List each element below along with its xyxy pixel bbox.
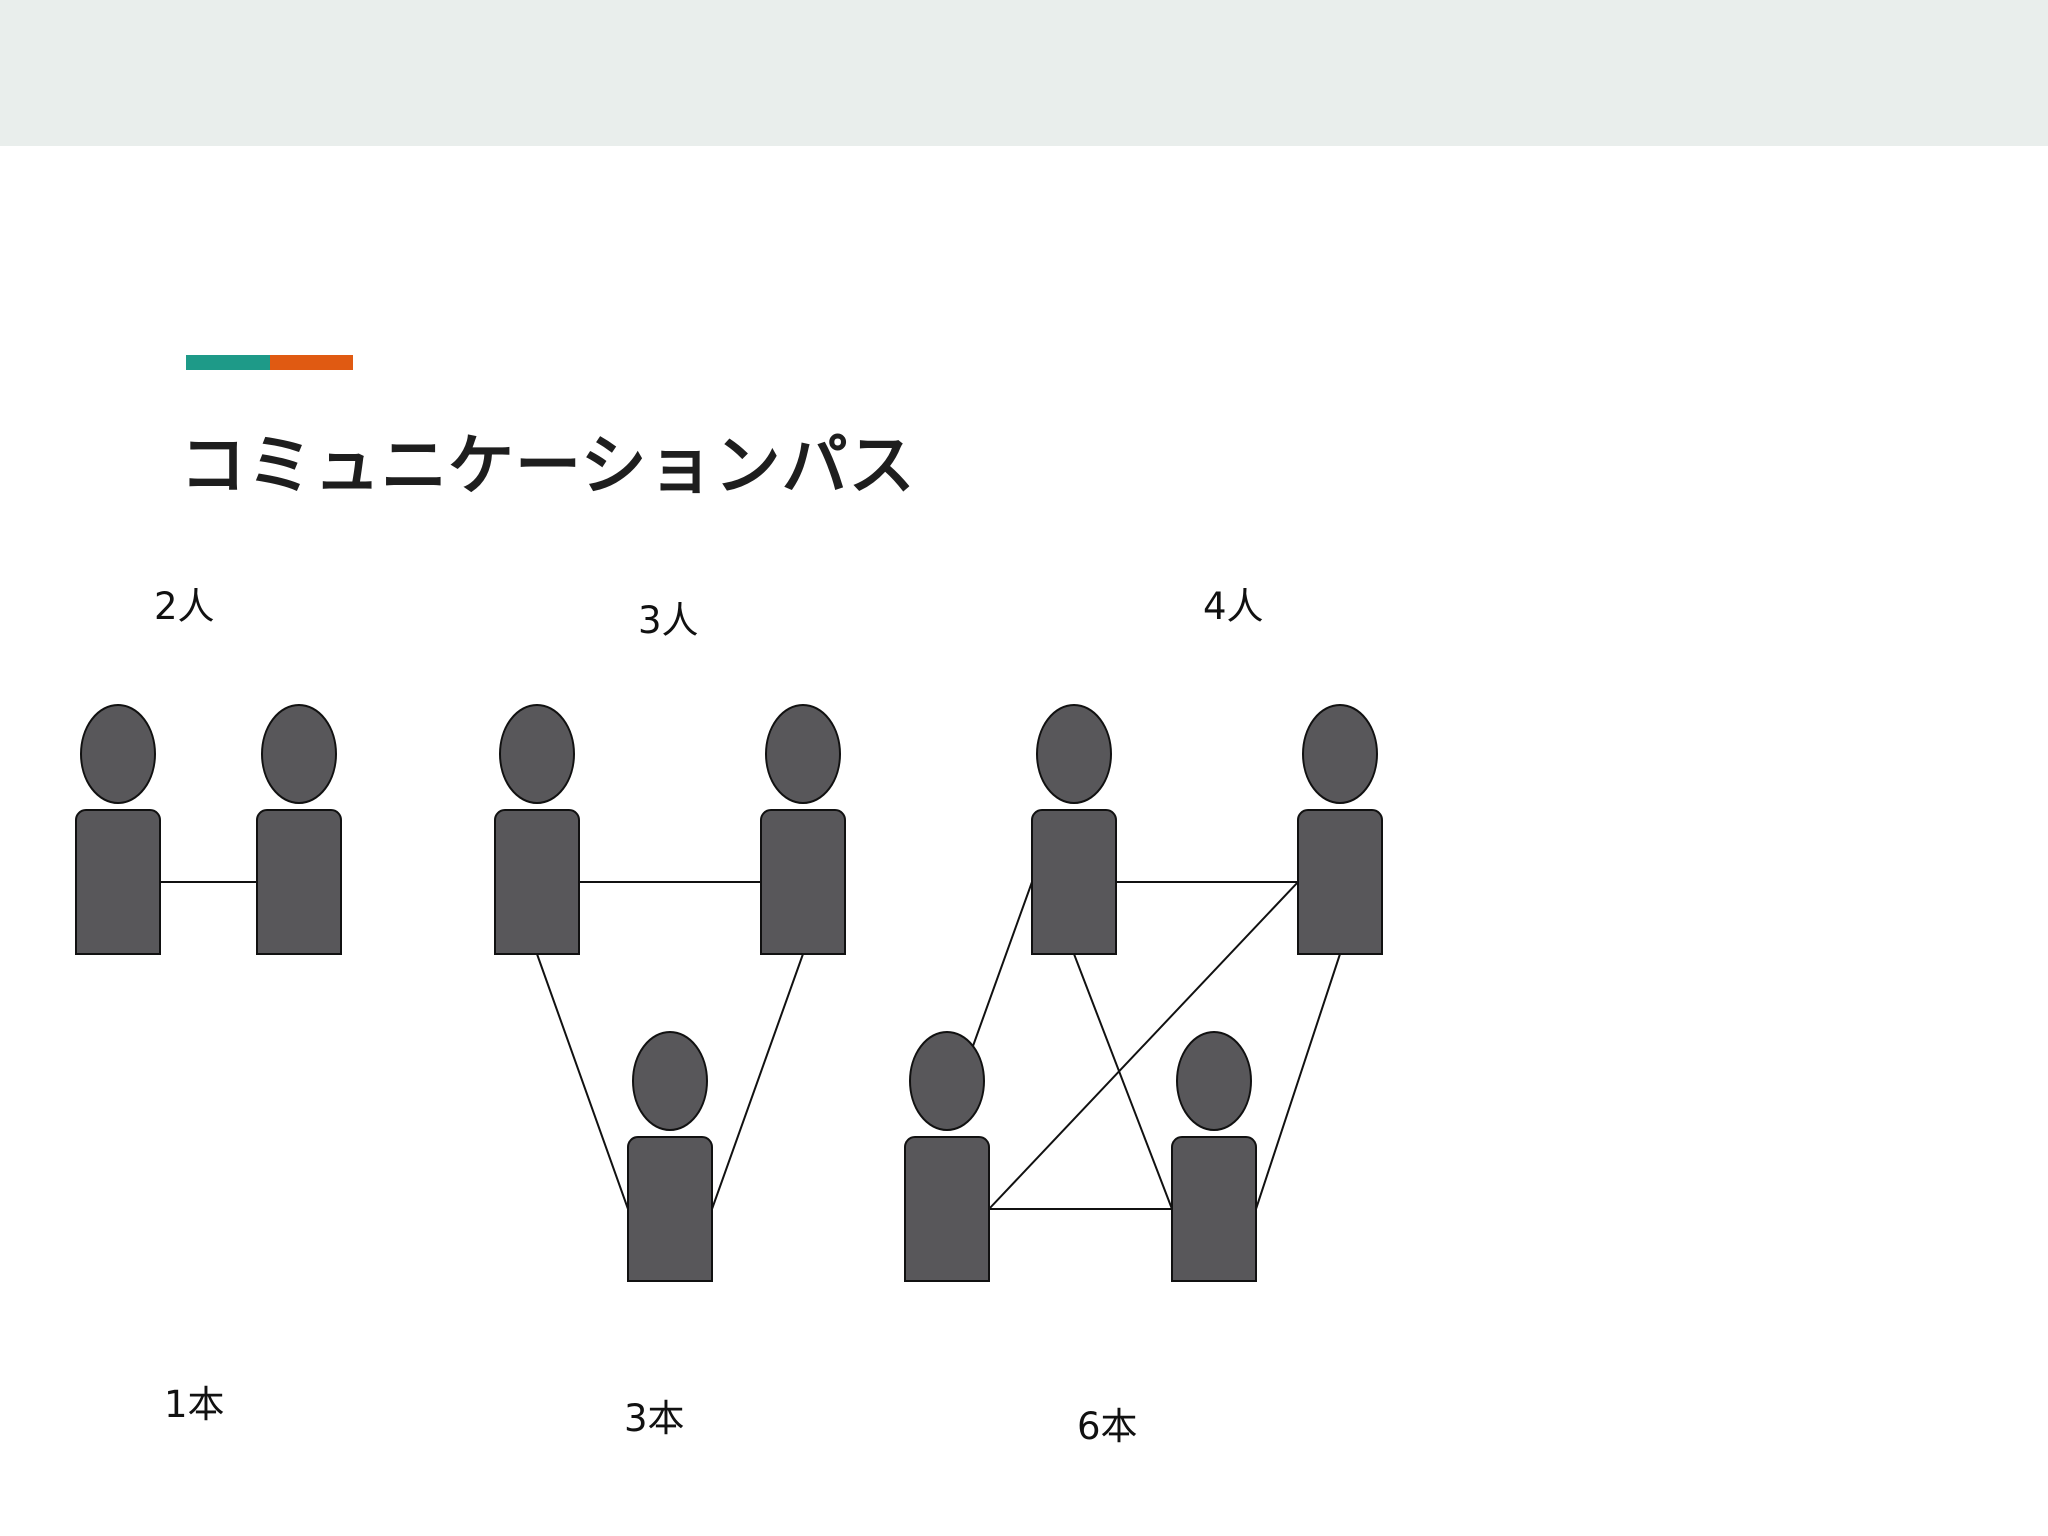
person-body-base	[77, 930, 159, 953]
person-body-outline	[256, 930, 342, 955]
group-3-people-label: 3人	[638, 599, 699, 642]
group-2-paths-label: 1本	[164, 1383, 225, 1426]
person-head	[499, 704, 575, 804]
person-body-base	[1299, 930, 1381, 953]
path-line-group4-2	[972, 881, 1033, 1047]
person-head	[261, 704, 337, 804]
person-icon	[627, 1031, 713, 1282]
person-head	[1036, 704, 1112, 804]
person-icon	[1031, 704, 1117, 955]
group-4-paths-label: 6本	[1077, 1405, 1138, 1448]
person-icon	[1171, 1031, 1257, 1282]
person-body-outline	[1171, 1257, 1257, 1282]
person-icon	[494, 704, 580, 955]
group-4-people-label: 4人	[1203, 585, 1264, 628]
person-body-outline	[760, 930, 846, 955]
person-icon	[75, 704, 161, 955]
person-body-base	[496, 930, 578, 953]
accent-bar-teal	[186, 355, 270, 370]
path-line-group4-5	[1255, 953, 1341, 1210]
group-3-paths-label: 3本	[624, 1397, 685, 1440]
person-icon	[760, 704, 846, 955]
person-body-base	[906, 1257, 988, 1280]
person-head	[1302, 704, 1378, 804]
person-body-base	[1173, 1257, 1255, 1280]
person-head	[80, 704, 156, 804]
group-2-people-label: 2人	[154, 585, 215, 628]
person-head	[632, 1031, 708, 1131]
path-line-group3-2	[536, 953, 629, 1210]
person-body-outline	[904, 1257, 990, 1282]
person-icon	[904, 1031, 990, 1282]
person-body-base	[258, 930, 340, 953]
person-head	[909, 1031, 985, 1131]
path-line-group4-4	[1073, 953, 1173, 1210]
person-body-outline	[1297, 930, 1383, 955]
person-body-base	[629, 1257, 711, 1280]
person-body-outline	[1031, 930, 1117, 955]
person-head	[765, 704, 841, 804]
slide-title: コミュニケーションパス	[180, 427, 916, 504]
person-body-outline	[494, 930, 580, 955]
person-icon	[1297, 704, 1383, 955]
person-head	[1176, 1031, 1252, 1131]
accent-bar-orange	[270, 355, 353, 370]
path-line-group4-3	[988, 881, 1299, 1210]
header-band	[0, 0, 2048, 146]
person-body-base	[1033, 930, 1115, 953]
person-icon	[256, 704, 342, 955]
person-body-outline	[75, 930, 161, 955]
person-body-outline	[627, 1257, 713, 1282]
person-body-base	[762, 930, 844, 953]
path-line-group3-3	[711, 953, 804, 1210]
